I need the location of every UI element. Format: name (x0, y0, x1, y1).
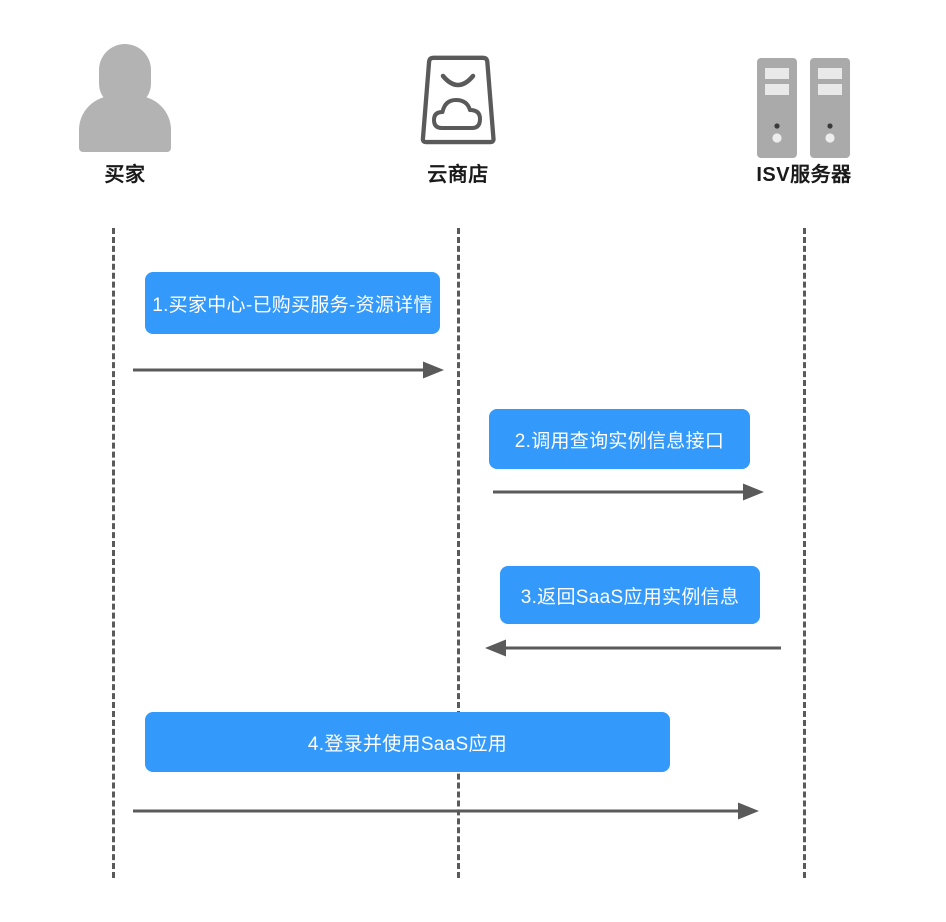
message-arrow-3 (481, 638, 781, 658)
person-body-shape (79, 96, 171, 152)
actor-label-cloud-store: 云商店 (427, 164, 489, 186)
message-label-3: 3.返回SaaS应用实例信息 (520, 586, 740, 608)
person-icon (65, 38, 185, 158)
message-box-2[interactable]: 2.调用查询实例信息接口 (489, 409, 750, 469)
actor-buyer: 买家 (65, 38, 185, 187)
actor-isv-server: ISV服务器 (744, 38, 864, 187)
message-arrow-2 (493, 482, 765, 502)
actor-label-isv-server: ISV服务器 (756, 164, 852, 186)
lifeline-buyer (112, 228, 115, 878)
message-arrow-4 (133, 801, 760, 821)
message-arrow-1 (133, 360, 445, 380)
message-label-4: 4.登录并使用SaaS应用 (307, 733, 508, 755)
message-label-2: 2.调用查询实例信息接口 (514, 430, 725, 452)
message-box-4[interactable]: 4.登录并使用SaaS应用 (145, 712, 670, 772)
lifeline-isv-server (803, 228, 806, 878)
message-box-1[interactable]: 1.买家中心-已购买服务-资源详情 (145, 272, 440, 334)
shop-bag-cloud-icon (398, 38, 518, 158)
server-rack-icon (744, 38, 864, 158)
actor-label-buyer: 买家 (104, 164, 146, 186)
message-label-1: 1.买家中心-已购买服务-资源详情 (152, 294, 433, 316)
lifeline-cloud-store (457, 228, 460, 878)
actor-cloud-store: 云商店 (398, 38, 518, 187)
message-box-3[interactable]: 3.返回SaaS应用实例信息 (500, 566, 760, 624)
person-head-shape (99, 44, 151, 106)
